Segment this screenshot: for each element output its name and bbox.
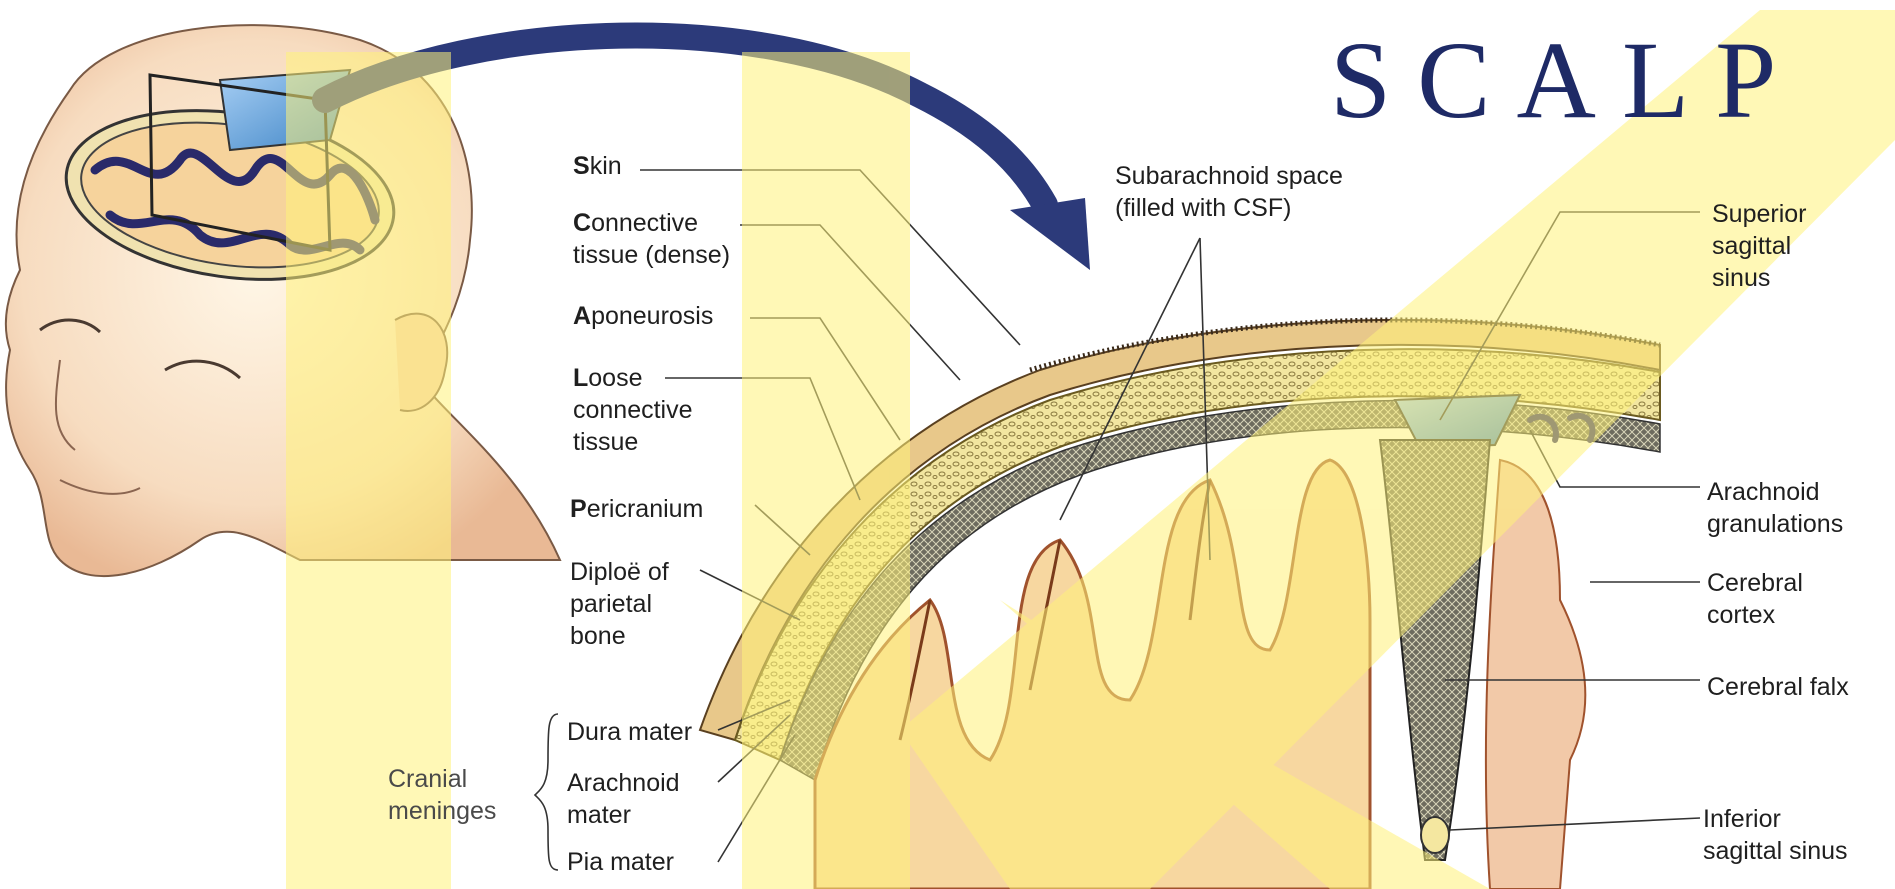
initial-c: C bbox=[573, 209, 591, 237]
inferior-sinus-shape bbox=[1421, 817, 1449, 853]
label-cerebral-cortex: Cerebral cortex bbox=[1707, 567, 1803, 631]
initial-s: S bbox=[573, 152, 590, 180]
label-arachnoid-mater: Arachnoid mater bbox=[567, 767, 680, 831]
label-superior-sagittal-sinus: Superior sagittal sinus bbox=[1712, 198, 1807, 294]
label-pericranium: Pericranium bbox=[570, 493, 703, 525]
label-loose-connective: Loose connective tissue bbox=[573, 362, 693, 458]
arrow-head bbox=[1010, 198, 1090, 270]
label-connective-text: onnective tissue (dense) bbox=[573, 209, 730, 269]
label-cerebral-falx: Cerebral falx bbox=[1707, 671, 1849, 703]
meninges-bracket bbox=[535, 714, 558, 870]
label-dura-mater: Dura mater bbox=[567, 716, 692, 748]
title-scalp: SCALP bbox=[1330, 20, 1802, 140]
label-subarachnoid-space: Subarachnoid space (filled with CSF) bbox=[1115, 160, 1343, 224]
label-inferior-sagittal-sinus: Inferior sagittal sinus bbox=[1703, 803, 1848, 867]
label-diploe: Diploë of parietal bone bbox=[570, 556, 669, 652]
label-aponeurosis: Aponeurosis bbox=[573, 300, 713, 332]
label-connective-tissue: Connective tissue (dense) bbox=[573, 207, 730, 271]
label-cranial-meninges: Cranial meninges bbox=[388, 763, 496, 827]
initial-p: P bbox=[570, 495, 587, 523]
label-aponeurosis-text: poneurosis bbox=[591, 302, 713, 330]
label-loose-text: oose connective tissue bbox=[573, 364, 693, 456]
head-illustration bbox=[6, 25, 560, 576]
label-arachnoid-granulations: Arachnoid granulations bbox=[1707, 476, 1843, 540]
label-skin: Skin bbox=[573, 150, 622, 182]
initial-a: A bbox=[573, 302, 591, 330]
highlight-bar-mid bbox=[742, 52, 910, 889]
label-skin-text: kin bbox=[590, 152, 622, 180]
label-pia-mater: Pia mater bbox=[567, 846, 674, 878]
initial-l: L bbox=[573, 364, 588, 392]
label-pericranium-text: ericranium bbox=[587, 495, 704, 523]
